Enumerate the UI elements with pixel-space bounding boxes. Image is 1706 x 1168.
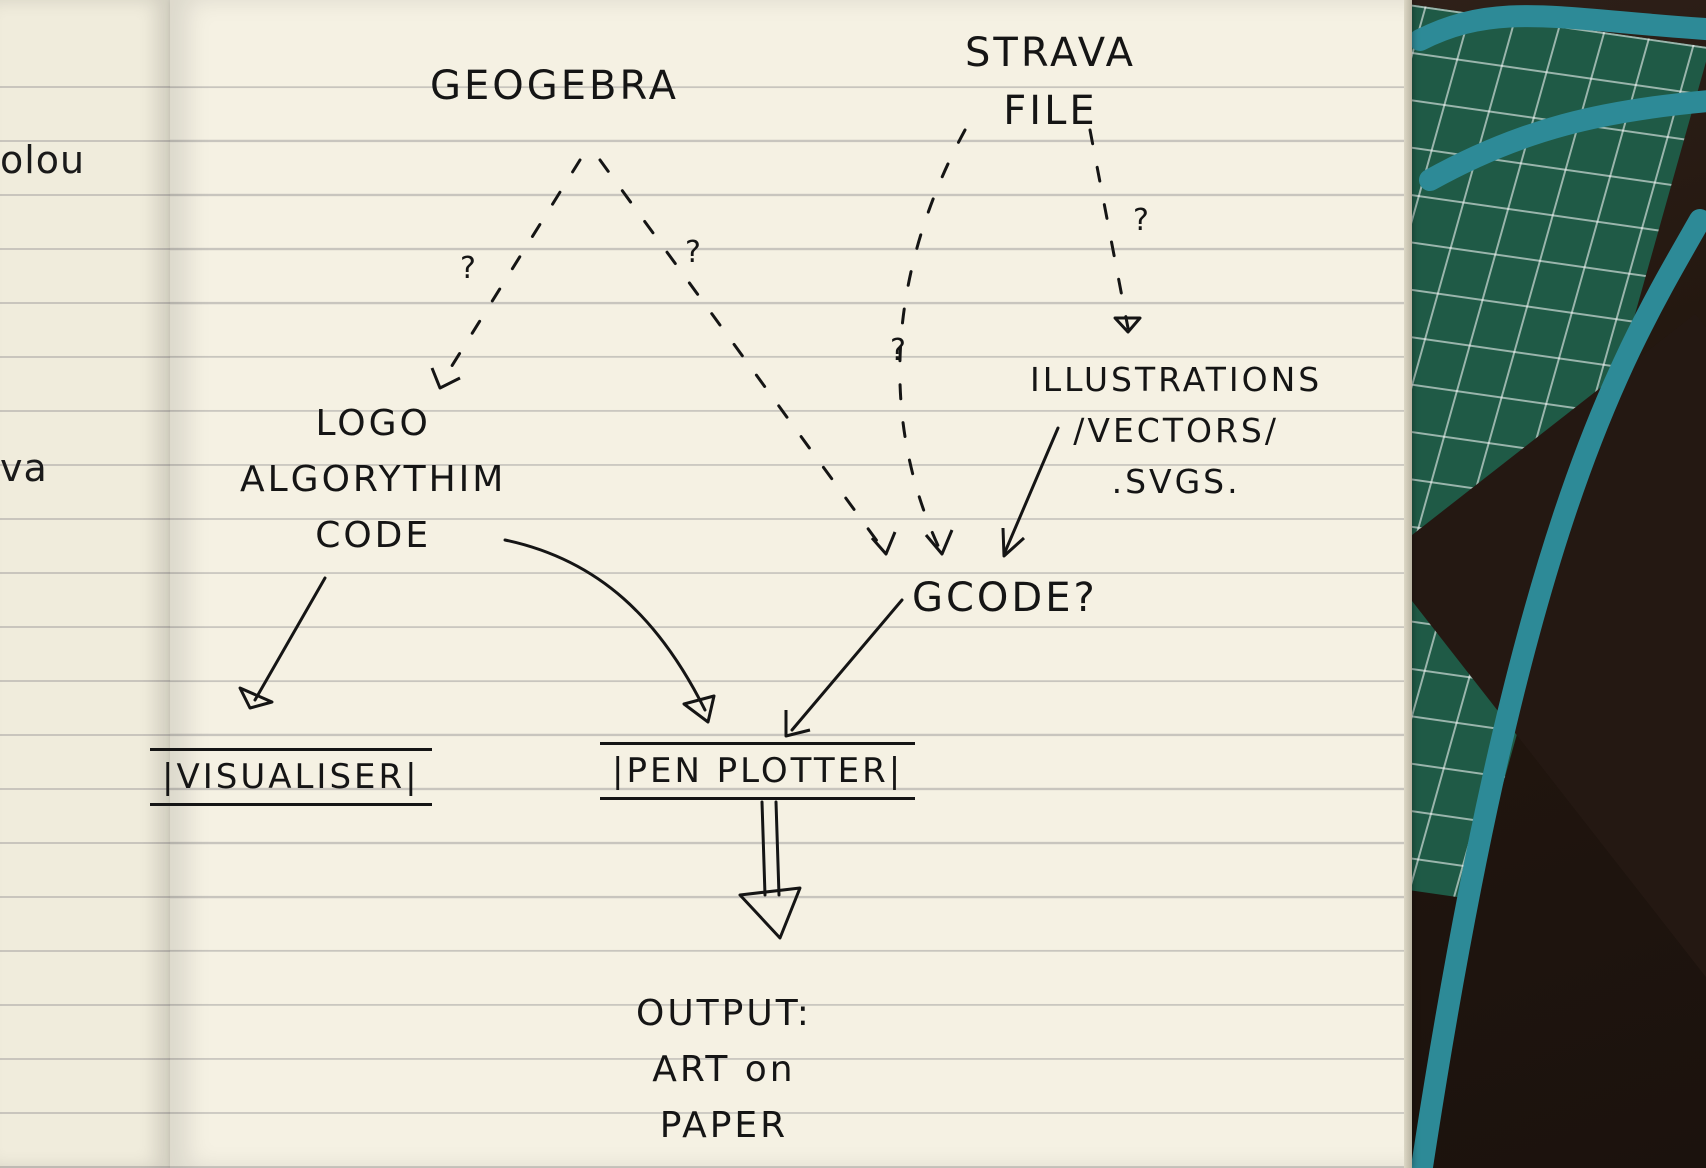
left-page-fragment: olou: [0, 138, 86, 182]
node-logo-line: LOGO: [315, 403, 431, 444]
node-strava-line: FILE: [1003, 88, 1098, 134]
node-output: OUTPUT: ART on PAPER: [636, 986, 812, 1153]
node-illustrations: ILLUSTRATIONS /VECTORS/ .SVGS.: [1030, 354, 1322, 507]
node-pen-plotter: |PEN PLOTTER|: [600, 742, 916, 801]
node-illustrations-line: /VECTORS/: [1073, 411, 1279, 451]
node-output-line: ART on: [652, 1048, 796, 1090]
node-gcode: GCODE?: [912, 572, 1098, 624]
node-gcode-text: GCODE?: [912, 575, 1098, 621]
notebook-left-page: olou va: [0, 0, 170, 1168]
node-illustrations-line: ILLUSTRATIONS: [1030, 360, 1323, 399]
node-visualiser: |VISUALISER|: [150, 748, 432, 807]
left-page-fragment: va: [0, 446, 48, 490]
page-edge: [1404, 0, 1412, 1168]
node-output-line: PAPER: [659, 1104, 789, 1146]
node-strava-line: STRAVA: [965, 30, 1136, 76]
node-geogebra: GEOGEBRA: [430, 60, 679, 112]
node-strava-file: STRAVA FILE: [965, 24, 1136, 140]
node-illustrations-line: .SVGS.: [1111, 462, 1241, 502]
node-logo-line: ALGORYTHIM: [240, 458, 507, 500]
node-pen-plotter-text: |PEN PLOTTER|: [600, 742, 916, 801]
node-logo-code: LOGO ALGORYTHIM CODE: [240, 396, 506, 563]
node-logo-line: CODE: [315, 514, 432, 556]
node-output-line: OUTPUT:: [636, 993, 812, 1034]
node-visualiser-text: |VISUALISER|: [150, 748, 432, 807]
node-geogebra-text: GEOGEBRA: [430, 63, 679, 109]
